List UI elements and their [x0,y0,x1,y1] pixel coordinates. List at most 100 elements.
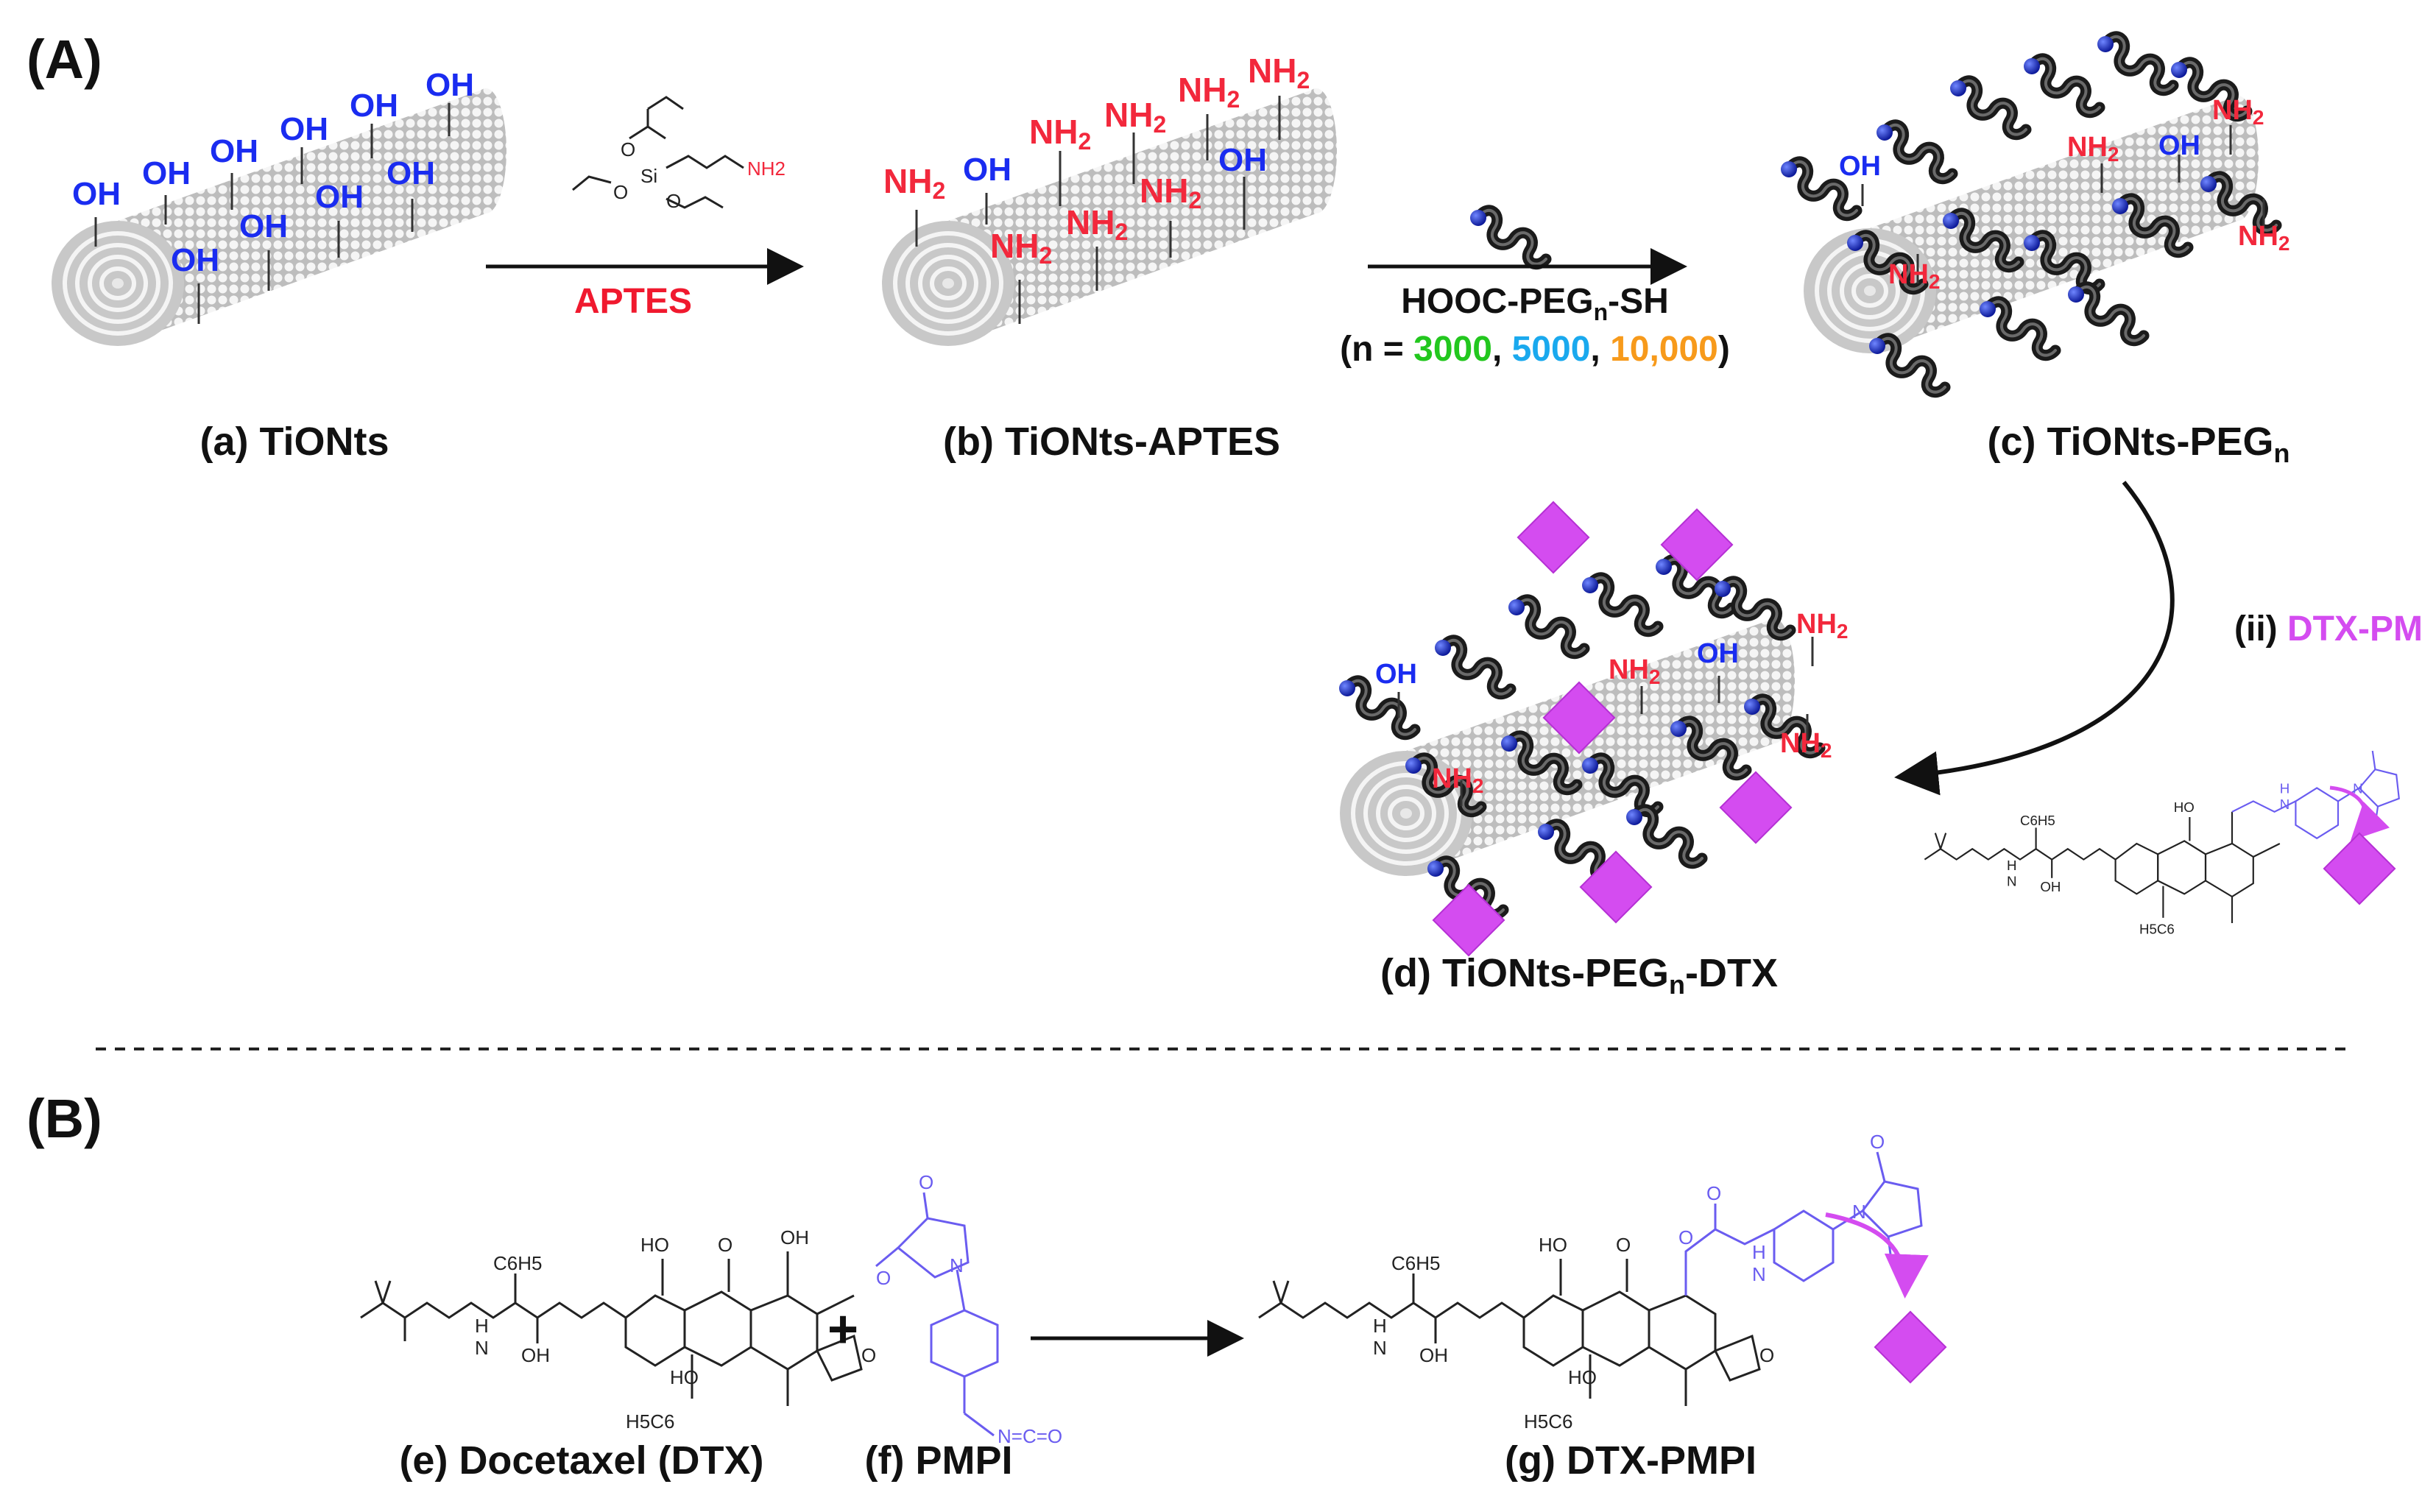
svg-text:N: N [2280,796,2290,812]
svg-text:C6H5: C6H5 [2020,813,2055,828]
caption-docetaxel: (e) Docetaxel (DTX) [399,1438,763,1483]
caption-tionts-peg-dtx: (d) TiONts-PEGn-DTX [1380,951,1778,1000]
svg-text:NH2: NH2 [1178,71,1240,113]
svg-text:HO: HO [640,1234,669,1256]
svg-text:OH: OH [280,111,328,147]
svg-text:OH: OH [386,155,435,191]
svg-text:OH: OH [780,1226,809,1248]
caption-pmpi: (f) PMPI [865,1438,1013,1483]
peg-chain-icon [1470,210,1546,264]
svg-text:OH: OH [2040,879,2061,894]
svg-text:O: O [1616,1234,1631,1256]
label-aptes: APTES [574,282,692,321]
svg-text:OH: OH [315,179,364,215]
dtx-pmpi-small-arrow [2329,785,2390,841]
svg-text:O: O [876,1267,891,1289]
svg-text:O: O [1706,1182,1721,1204]
dtx-pmpi-structure-small: C6H5 OH H N HO H5C6 H N N [1924,750,2400,936]
svg-text:O: O [666,190,681,212]
svg-text:N: N [2007,874,2017,889]
svg-text:OH: OH [963,152,1011,188]
svg-text:HO: HO [1539,1234,1567,1256]
svg-text:H: H [475,1315,489,1337]
svg-text:N: N [2353,781,2363,796]
svg-text:O: O [919,1171,933,1193]
svg-text:OH: OH [239,208,288,244]
caption-dtx-pmpi: (g) DTX-PMPI [1505,1438,1757,1483]
dtx-pmpi-arrow [1825,1212,1929,1299]
svg-text:NH2: NH2 [747,158,785,180]
svg-text:NH2: NH2 [1104,96,1166,138]
svg-text:OH: OH [142,155,191,191]
svg-text:HO: HO [670,1366,699,1388]
svg-text:OH: OH [1218,142,1267,178]
label-step-ii: (ii) DTX-PMPI [2234,610,2422,649]
svg-text:N: N [1852,1201,1866,1223]
svg-text:C6H5: C6H5 [493,1252,542,1274]
label-peg-n-values: (n = 3000, 5000, 10,000) [1340,330,1730,369]
svg-text:OH: OH [1697,638,1739,669]
svg-text:NH2: NH2 [1248,52,1310,93]
svg-text:N: N [1752,1263,1766,1285]
svg-text:NH2: NH2 [883,162,945,204]
svg-text:H: H [2280,781,2290,796]
pmpi-structure: O O N N=C=O [875,1171,1062,1447]
caption-tionts-peg: (c) TiONts-PEGn [1987,420,2289,468]
docetaxel-structure: C6H5 OH H N HO O OH HO H5C6 O [360,1226,876,1432]
label-peg-reagent: HOOC-PEGn-SH [1401,282,1669,325]
svg-text:O: O [1870,1131,1885,1153]
svg-text:C6H5: C6H5 [1391,1252,1440,1274]
svg-text:O: O [718,1234,732,1256]
svg-text:OH: OH [1839,151,1881,182]
svg-text:NH2: NH2 [2212,95,2264,129]
svg-text:H5C6: H5C6 [2139,921,2175,936]
dtx-diamond-small [2323,832,2396,905]
panel-label-a: (A) [27,29,102,90]
svg-text:OH: OH [350,88,398,124]
svg-text:OH: OH [72,176,121,212]
arrow-step-ii [1894,481,2175,796]
svg-text:NH2: NH2 [1796,609,1848,643]
svg-text:N: N [950,1254,964,1276]
svg-text:NH2: NH2 [2238,221,2289,255]
svg-text:H: H [1373,1315,1387,1337]
dtx-pmpi-structure: C6H5 OH H N HO O HO H5C6 O O O H N N O [1258,1131,1923,1432]
svg-text:OH: OH [1375,659,1417,690]
svg-text:O: O [621,138,635,160]
tionts-peg-dtx-groups: OH NH2 OH NH2 NH2 NH2 [1375,609,1848,806]
svg-text:HO: HO [1568,1366,1597,1388]
svg-text:OH: OH [2158,130,2200,161]
svg-text:O: O [613,181,628,203]
caption-tionts-aptes: (b) TiONts-APTES [943,420,1280,464]
panel-label-b: (B) [27,1088,102,1149]
svg-text:OH: OH [426,67,474,103]
svg-text:OH: OH [1419,1344,1448,1366]
svg-text:O: O [1759,1344,1774,1366]
svg-text:OH: OH [521,1344,550,1366]
svg-text:N: N [1373,1337,1387,1359]
svg-text:O: O [1678,1226,1693,1248]
svg-text:O: O [861,1344,876,1366]
tionts-peg-groups: OH NH2 OH NH2 NH2 NH2 [1839,95,2289,293]
caption-tionts: (a) TiONts [200,420,389,464]
aptes-structure: O Si O O NH2 [572,96,785,212]
svg-text:H5C6: H5C6 [1524,1410,1572,1432]
svg-text:OH: OH [210,133,258,169]
svg-text:Si: Si [640,165,657,187]
svg-text:H: H [1752,1241,1766,1263]
svg-text:H: H [2007,858,2017,873]
svg-text:N=C=O: N=C=O [998,1425,1062,1447]
svg-text:N: N [475,1337,489,1359]
dtx-diamond-b [1874,1310,1947,1384]
svg-text:NH2: NH2 [2067,132,2119,166]
tionts-oh-groups: OH OH OH OH OH OH OH OH OH OH [72,67,474,324]
svg-text:H5C6: H5C6 [626,1410,674,1432]
plus-sign: + [827,1300,858,1359]
svg-text:NH2: NH2 [1780,728,1832,762]
svg-text:NH2: NH2 [1609,654,1660,688]
svg-text:NH2: NH2 [1029,113,1091,155]
svg-text:HO: HO [2174,799,2195,815]
svg-text:OH: OH [171,242,219,278]
tionts-aptes-groups: NH2 OH NH2 NH2 NH2 NH2 NH2 NH2 NH2 OH [883,52,1310,324]
